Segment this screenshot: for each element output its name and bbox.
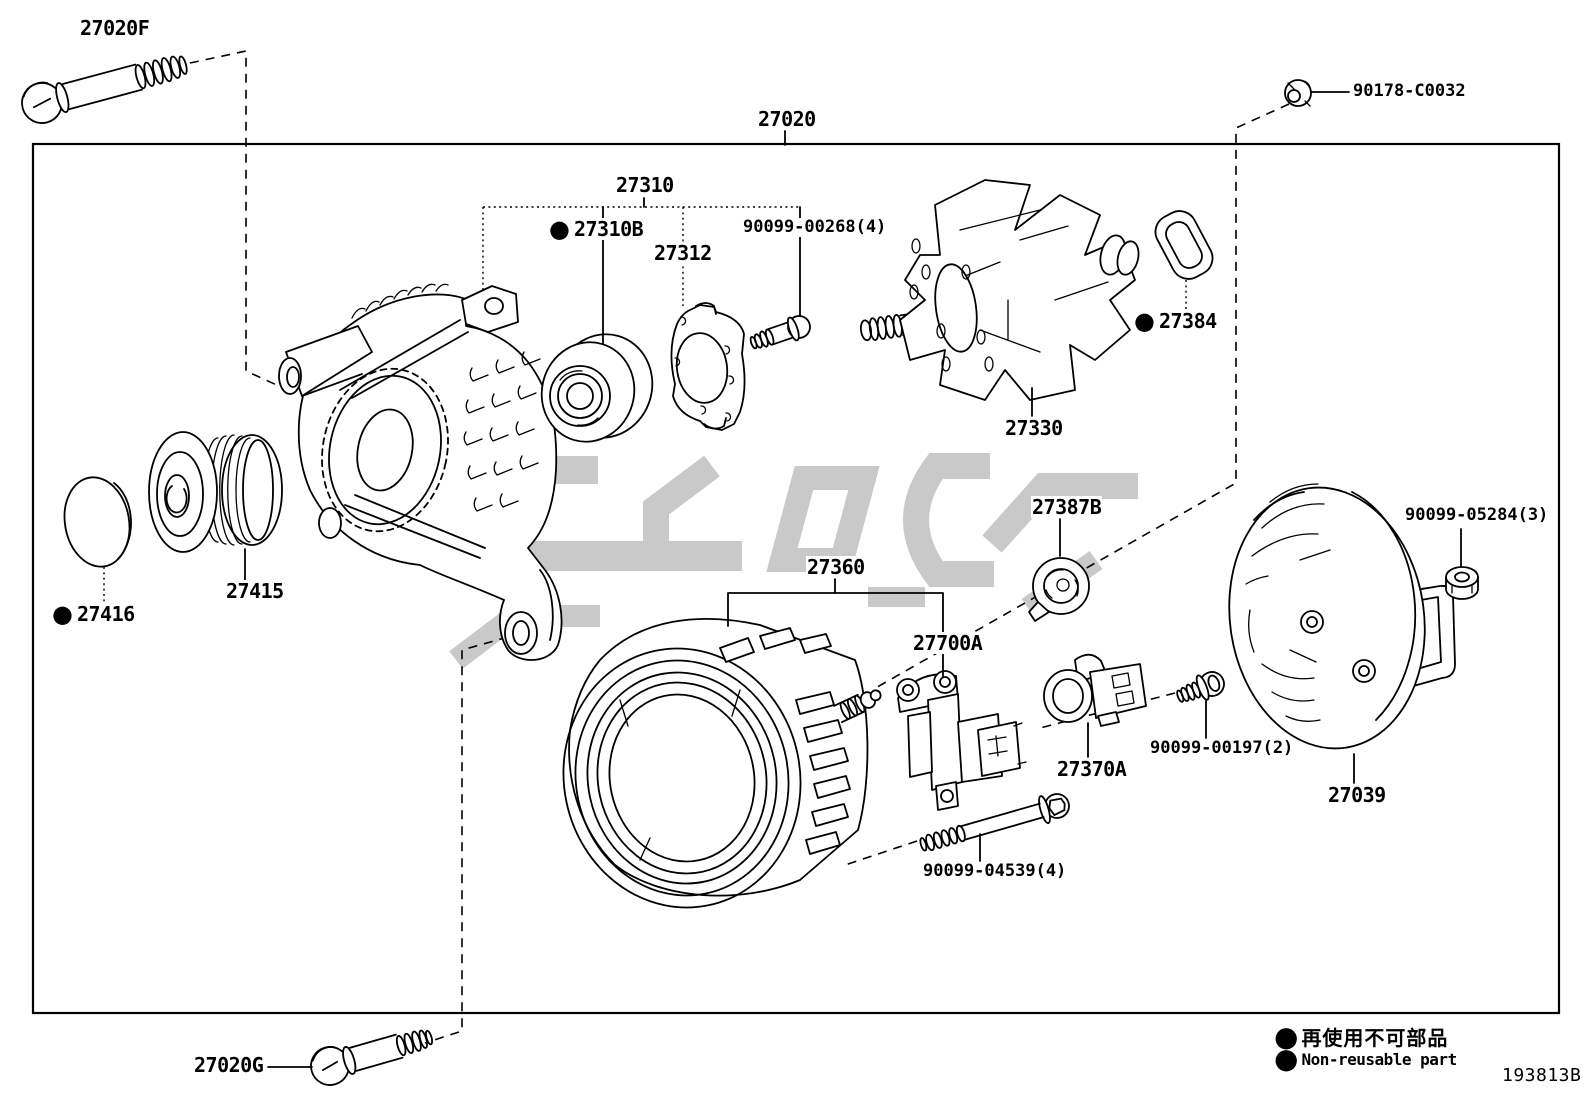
part-label-27387b: 27387B bbox=[1031, 495, 1103, 519]
drawing-code: 193813B bbox=[1502, 1065, 1582, 1086]
part-label-90099-00197: 90099-00197(2) bbox=[1149, 738, 1295, 758]
part-label-27370a: 27370A bbox=[1056, 757, 1128, 781]
part-label-27020: 27020 bbox=[757, 107, 817, 131]
drive-end-frame-drawing bbox=[278, 283, 563, 661]
rotor-drawing bbox=[859, 179, 1140, 401]
non-reusable-bullet: ● bbox=[1134, 307, 1155, 335]
part-label-27312: 27312 bbox=[653, 241, 713, 265]
legend-en: ● Non-reusable part bbox=[1274, 1042, 1457, 1075]
bolt-90099-04539-drawing bbox=[919, 793, 1070, 852]
stator-drawing bbox=[562, 618, 882, 909]
part-label-90099-05284: 90099-05284(3) bbox=[1404, 505, 1550, 525]
non-reusable-bullet: ● bbox=[52, 600, 73, 628]
seal-drawing bbox=[1154, 210, 1214, 280]
non-reusable-bullet: ● bbox=[1274, 1019, 1299, 1053]
part-label-90178-c0032: 90178-C0032 bbox=[1352, 81, 1467, 101]
part-label-90099-00268: 90099-00268(4) bbox=[742, 217, 888, 237]
non-reusable-bullet: ● bbox=[549, 215, 570, 243]
bearing-drawing bbox=[540, 333, 654, 443]
pulley-drawing bbox=[148, 431, 283, 553]
part-label-27310: 27310 bbox=[615, 173, 675, 197]
part-label-27416: ● 27416 bbox=[52, 600, 136, 628]
legend-en-text: Non-reusable part bbox=[1301, 1049, 1457, 1069]
bolt-27020f-drawing bbox=[21, 55, 188, 124]
retainer-plate-drawing bbox=[670, 302, 746, 431]
part-label-27310b: ● 27310B bbox=[549, 215, 645, 243]
part-label-27039: 27039 bbox=[1327, 783, 1387, 807]
diagram-border bbox=[31, 142, 1561, 1015]
bolt-90099-00268-drawing bbox=[749, 315, 811, 350]
part-label-27360: 27360 bbox=[806, 555, 866, 579]
part-label-27700a: 27700A bbox=[912, 631, 984, 655]
bolt-27020g-drawing bbox=[310, 1029, 433, 1086]
screw-90099-00197-drawing bbox=[1176, 671, 1225, 703]
part-label-90099-04539: 90099-04539(4) bbox=[922, 861, 1068, 881]
part-label-27384: ● 27384 bbox=[1134, 307, 1218, 335]
part-label-27020f: 27020F bbox=[79, 16, 151, 40]
part-label-27020g: 27020G bbox=[193, 1053, 265, 1077]
nut-90099-05284-drawing bbox=[1445, 566, 1479, 600]
nut-90178-drawing bbox=[1284, 79, 1350, 107]
bearing-cover-drawing bbox=[1028, 557, 1090, 622]
legend-jp-text: 再使用不可部品 bbox=[1301, 1026, 1449, 1050]
part-label-27330: 27330 bbox=[1004, 416, 1064, 440]
regulator-drawing bbox=[896, 670, 1027, 811]
part-label-27415: 27415 bbox=[225, 579, 285, 603]
non-reusable-bullet: ● bbox=[1274, 1042, 1299, 1075]
brush-holder-drawing bbox=[1043, 653, 1147, 727]
pulley-cap-drawing bbox=[63, 476, 132, 568]
legend-jp: ● 再使用不可部品 bbox=[1274, 1022, 1448, 1051]
